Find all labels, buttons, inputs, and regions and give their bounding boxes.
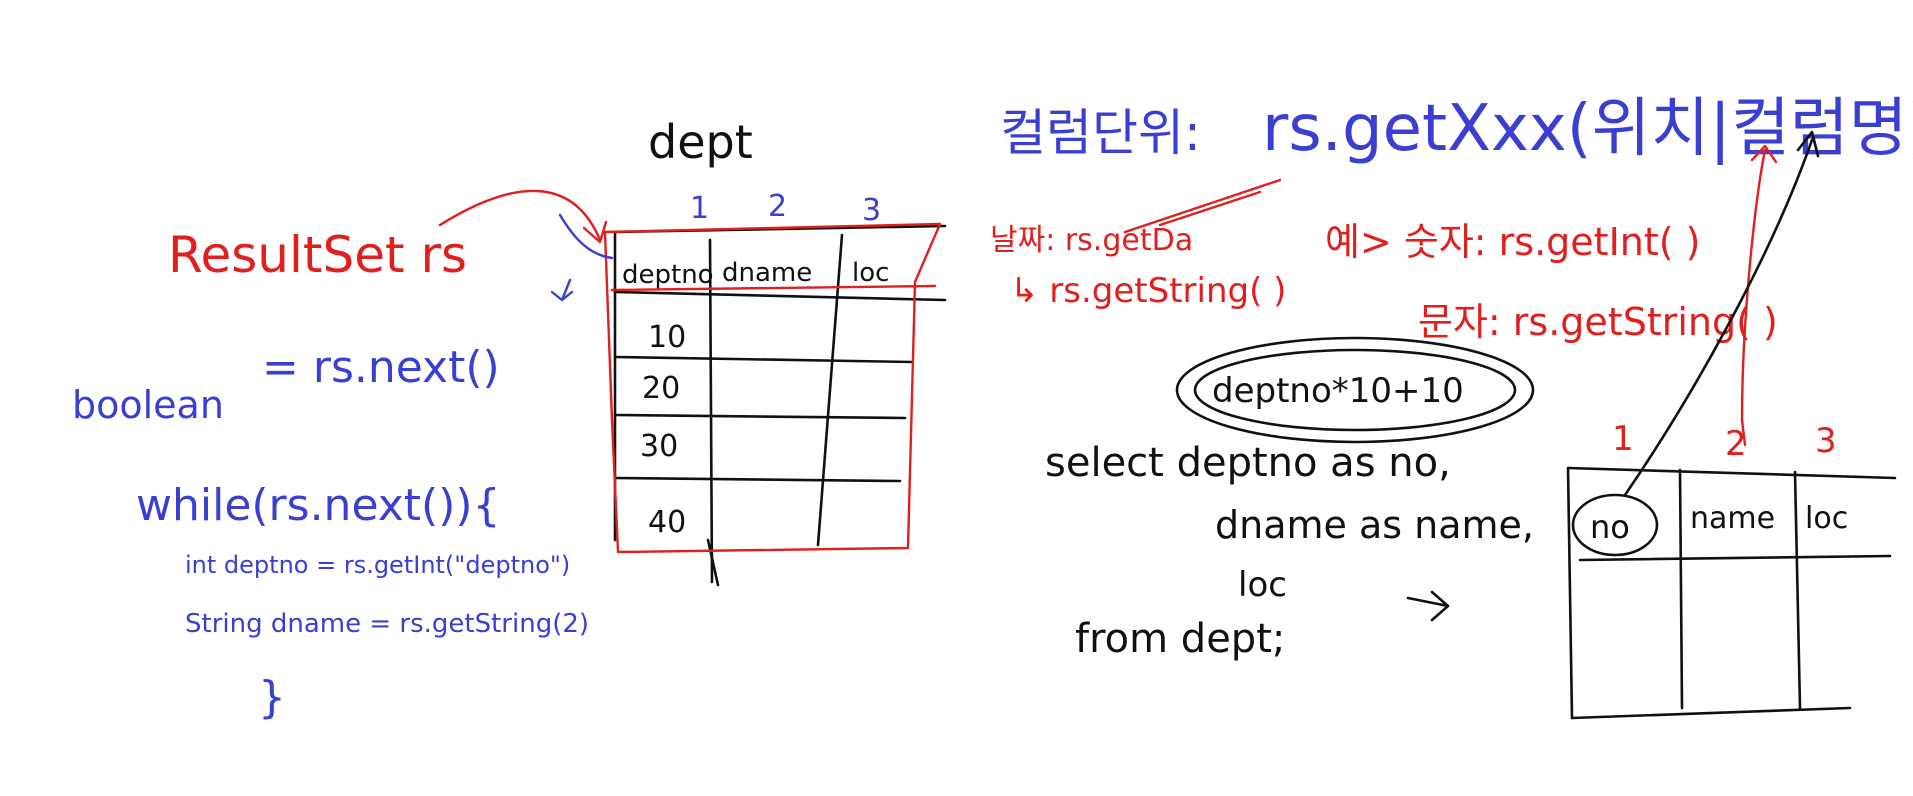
alias-arrowhead — [1796, 130, 1820, 158]
result-col-number-2: 2 — [1725, 424, 1747, 464]
char-string-line: 문자: rs.getString( ) — [1418, 300, 1778, 344]
getxxx-title: rs.getXxx(위치|컬럼명); — [1262, 92, 1913, 166]
expression-oval-inner — [1193, 348, 1517, 432]
table-title: dept — [648, 115, 753, 169]
date-getstring: ↳ rs.getString( ) — [1010, 271, 1286, 311]
sql-loc: loc — [1238, 565, 1287, 605]
expression-text: deptno*10+10 — [1212, 371, 1464, 411]
result-table-grid — [1566, 466, 1897, 720]
result-header-name: name — [1690, 501, 1775, 536]
close-brace: } — [258, 672, 286, 723]
result-col-number-3: 3 — [1815, 421, 1837, 461]
position-pointer — [1740, 148, 1767, 422]
int-line: int deptno = rs.getInt("deptno") — [185, 551, 570, 579]
next-call: = rs.next() — [262, 342, 500, 393]
row-deptno-20: 20 — [642, 371, 680, 406]
row-deptno-30: 30 — [640, 429, 678, 464]
date-label: 날짜: rs.getDa — [990, 223, 1193, 258]
resultset-cursor-line — [610, 284, 937, 292]
no-circle — [1571, 493, 1659, 557]
alias-arrow — [1623, 138, 1814, 497]
col-number-2: 2 — [768, 189, 787, 224]
col-number-1: 1 — [690, 191, 709, 226]
sql-arrow — [1406, 590, 1450, 622]
col-number-3: 3 — [862, 193, 881, 228]
example-int-line: 예> 숫자: rs.getInt( ) — [1325, 220, 1701, 264]
header-loc: loc — [852, 258, 889, 288]
result-header-loc: loc — [1805, 501, 1848, 536]
expression-oval-outer — [1175, 336, 1535, 444]
position-pointer-tail — [1740, 418, 1747, 447]
resultset-label: ResultSet rs — [168, 226, 467, 284]
column-unit-label: 컬럼단위: — [1000, 104, 1201, 162]
cursor-arrow — [558, 213, 614, 260]
header-deptno: deptno — [622, 260, 714, 290]
strikethrough — [1123, 178, 1282, 234]
sql-dname: dname as name, — [1215, 503, 1534, 547]
boolean-label: boolean — [72, 383, 224, 427]
result-header-no: no — [1590, 508, 1630, 546]
header-dname: dname — [722, 258, 812, 288]
sql-from: from dept; — [1075, 616, 1285, 662]
position-pointer-head — [1750, 144, 1778, 164]
row-deptno-40: 40 — [648, 505, 686, 540]
cursor-down-arrow — [550, 278, 574, 302]
resultset-outline — [603, 222, 942, 554]
resultset-arrow — [438, 189, 602, 242]
sql-select: select deptno as no, — [1045, 440, 1451, 486]
resultset-arrowhead — [582, 220, 608, 244]
while-line: while(rs.next()){ — [136, 480, 501, 531]
row-deptno-10: 10 — [648, 320, 686, 355]
string-line: String dname = rs.getString(2) — [185, 609, 589, 639]
result-col-number-1: 1 — [1612, 419, 1634, 459]
